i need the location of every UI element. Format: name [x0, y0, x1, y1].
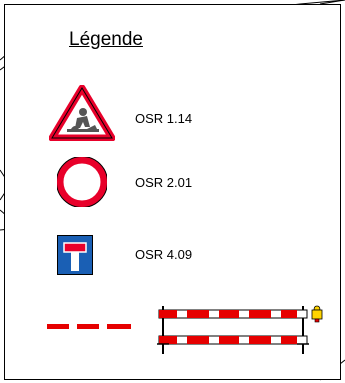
sign-code-osr-4-09: OSR 4.09	[135, 247, 193, 262]
legend-title: Légende	[69, 29, 143, 50]
sign-code-osr-2-01: OSR 2.01	[135, 175, 193, 190]
roadwork-warning-sign-icon	[49, 85, 115, 141]
dead-end-sign-icon	[57, 235, 93, 275]
no-entry-circle-sign-icon	[57, 157, 107, 207]
legend-panel: Légende OSR 1.14 OSR 2.01 OSR 4.09	[4, 4, 341, 380]
barrier-with-warning-light-icon	[157, 305, 323, 354]
sign-code-osr-1-14: OSR 1.14	[135, 111, 193, 126]
red-dashed-line-icon	[47, 324, 131, 329]
